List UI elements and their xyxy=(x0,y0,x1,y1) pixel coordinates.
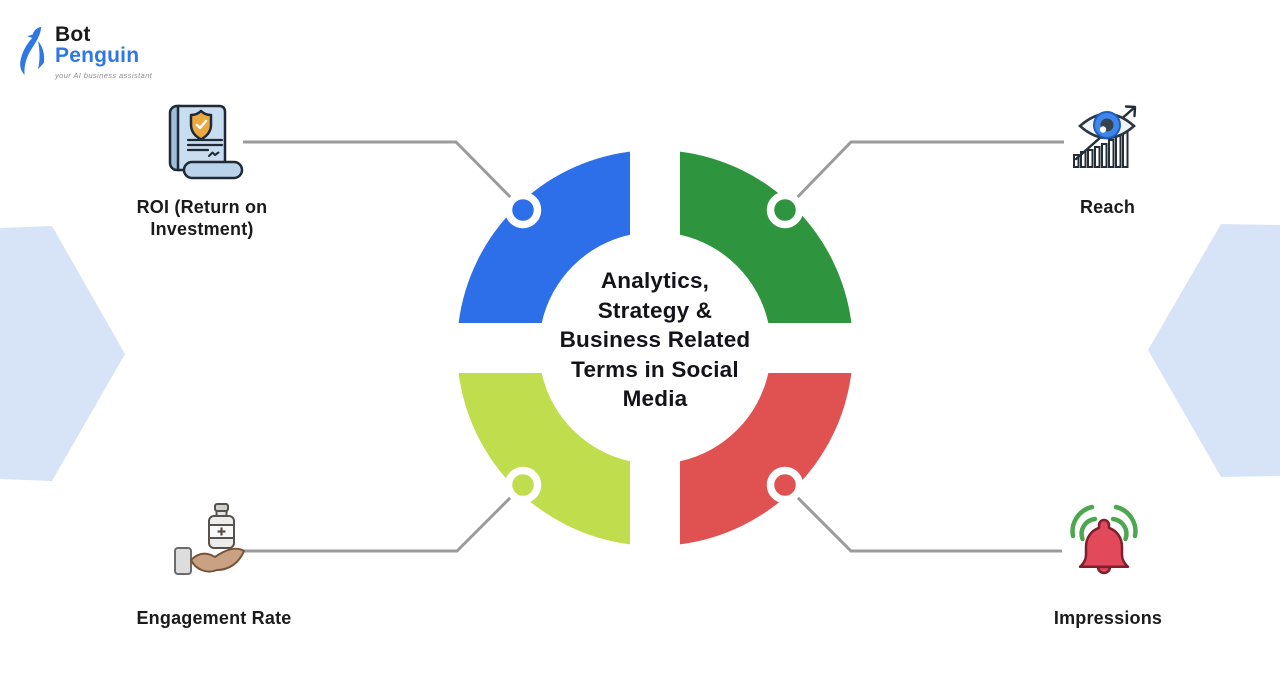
label-impressions: Impressions xyxy=(1053,608,1163,628)
label-roi: ROI (Return on Investment) xyxy=(136,197,268,240)
logo-text: Bot Penguin your AI business assistant xyxy=(55,24,152,80)
label-reach: Reach xyxy=(1079,197,1136,217)
node-dot-reach xyxy=(766,191,804,229)
right-arrow-shape xyxy=(1148,224,1280,477)
connector-roi xyxy=(243,140,525,212)
connector-engagement xyxy=(243,483,525,553)
logo-word-penguin: Penguin xyxy=(55,44,140,67)
logo-tagline: your AI business assistant xyxy=(55,71,153,80)
label-engagement-rate: Engagement Rate xyxy=(136,608,292,628)
reach-eye-growth-icon xyxy=(1073,105,1137,168)
connector-impressions xyxy=(783,483,1062,553)
center-title-line: Business Related xyxy=(559,327,751,352)
impressions-bell-icon xyxy=(1070,504,1138,575)
connector-reach xyxy=(783,140,1064,212)
center-title-line: Analytics, xyxy=(600,268,710,293)
node-dot-engagement xyxy=(504,466,542,504)
engagement-hand-medicine-icon xyxy=(174,503,245,575)
segment-bottom-left xyxy=(458,373,630,545)
penguin-icon xyxy=(20,26,45,75)
center-title: Analytics, Strategy & Business Related T… xyxy=(528,266,782,414)
segment-top-left xyxy=(458,151,630,323)
node-dot-roi xyxy=(504,191,542,229)
center-title-line: Strategy & xyxy=(597,297,713,323)
node-dot-impressions xyxy=(766,466,804,504)
segment-top-right xyxy=(680,151,852,323)
left-arrow-shape xyxy=(0,226,125,481)
center-title-line: Media xyxy=(622,386,688,411)
logo-word-bot: Bot xyxy=(55,23,91,46)
roi-document-shield-icon xyxy=(168,104,244,180)
botpenguin-logo: Bot Penguin your AI business assistant xyxy=(16,24,152,80)
center-title-line: Terms in Social xyxy=(571,356,739,382)
segment-bottom-right xyxy=(680,373,852,545)
